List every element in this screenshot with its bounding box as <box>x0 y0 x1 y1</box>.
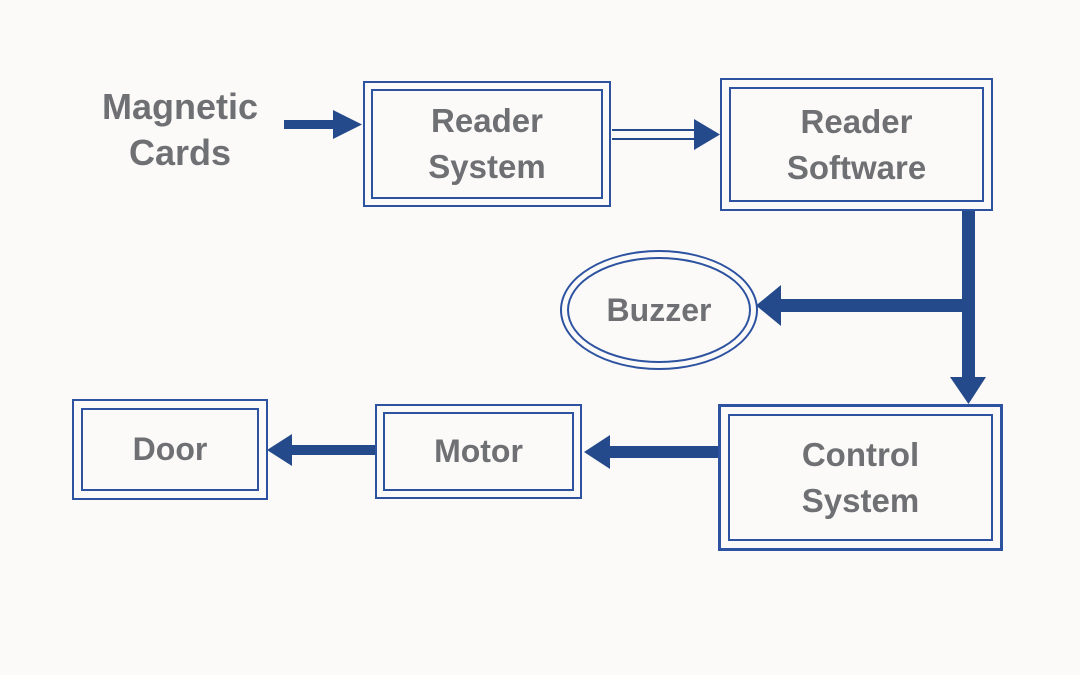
node-magnetic-cards: Magnetic Cards <box>101 86 259 174</box>
node-reader-software: Reader Software <box>720 78 993 211</box>
node-reader-software-label: Reader Software <box>786 102 927 186</box>
node-door-label: Door <box>132 431 208 468</box>
node-reader-system: Reader System <box>363 81 611 207</box>
node-buzzer-inner-border: Buzzer <box>567 257 751 363</box>
node-motor: Motor <box>375 404 582 499</box>
node-control-system-inner-border: Control System <box>728 414 993 541</box>
node-reader-system-inner-border: Reader System <box>371 89 603 199</box>
node-reader-system-label: Reader System <box>428 102 546 185</box>
arrow-reader-system-to-reader-software <box>612 119 720 150</box>
node-motor-label: Motor <box>434 433 523 470</box>
arrow-magnetic-cards-to-reader-system <box>284 110 362 139</box>
arrow-control-system-to-motor <box>584 435 718 469</box>
node-door: Door <box>72 399 268 500</box>
node-motor-inner-border: Motor <box>383 412 574 491</box>
node-control-system-label: Control System <box>801 435 920 519</box>
node-door-inner-border: Door <box>81 408 259 491</box>
node-reader-software-inner-border: Reader Software <box>729 87 984 202</box>
arrow-trunk-to-buzzer <box>756 285 975 326</box>
node-control-system: Control System <box>718 404 1003 551</box>
node-buzzer-label: Buzzer <box>606 291 712 328</box>
arrow-reader-software-to-control-system <box>950 211 986 404</box>
node-buzzer: Buzzer <box>560 250 758 370</box>
arrow-motor-to-door <box>267 434 375 466</box>
